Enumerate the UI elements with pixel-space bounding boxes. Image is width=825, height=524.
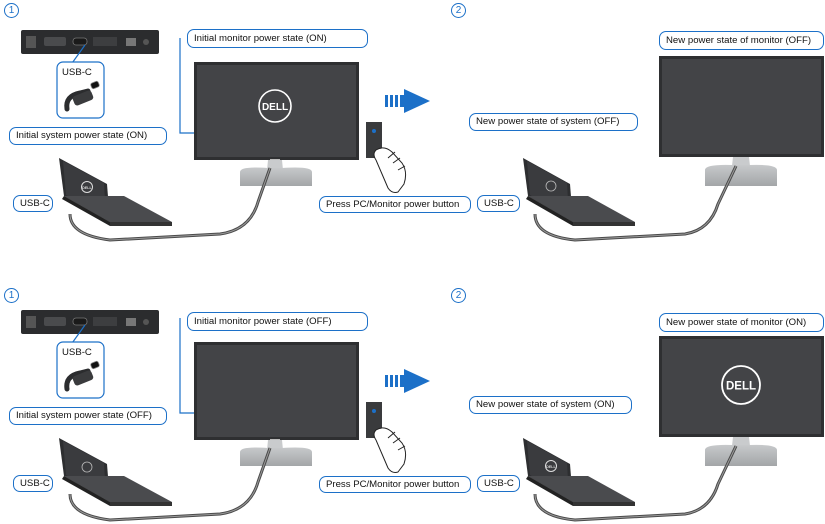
scenario-1: DELL DELL (21, 30, 824, 242)
usb-c-port-label: USB-C (62, 67, 92, 78)
svg-text:DELL: DELL (82, 186, 92, 190)
initial-monitor-state-label: Initial monitor power state (ON) (187, 29, 368, 48)
rear-port-panel (21, 30, 159, 54)
result-monitor: DELL (659, 336, 824, 466)
laptop-usb-c-label: USB-C (13, 475, 53, 492)
initial-laptop: DELL (59, 158, 172, 226)
monitor-logo-text: DELL (262, 102, 288, 113)
initial-system-state-label: Initial system power state (OFF) (9, 407, 167, 425)
new-monitor-state-label: New power state of monitor (OFF) (659, 31, 824, 50)
usb-c-port-label: USB-C (62, 347, 92, 358)
step-1-marker: 1 (4, 288, 19, 303)
svg-text:DELL: DELL (726, 381, 756, 393)
initial-system-state-label: Initial system power state (ON) (9, 127, 167, 145)
step-2-marker: 2 (451, 288, 466, 303)
step-1-marker: 1 (4, 3, 19, 18)
initial-laptop (59, 438, 172, 506)
initial-monitor: DELL (194, 62, 359, 186)
dell-logo-icon (258, 89, 292, 123)
press-power-button-label: Press PC/Monitor power button (319, 476, 471, 493)
result-laptop: DELL (523, 438, 635, 506)
result-monitor (659, 56, 824, 186)
usb-c-connector-icon (56, 61, 105, 119)
press-hand-icon (366, 402, 407, 473)
initial-monitor (194, 342, 359, 466)
rear-port-panel (21, 310, 159, 334)
press-power-button-label: Press PC/Monitor power button (319, 196, 471, 213)
initial-monitor-state-label: Initial monitor power state (OFF) (187, 312, 368, 331)
laptop-usb-c-label: USB-C (13, 195, 53, 212)
right-arrow-icon (385, 89, 430, 113)
result-usb-c-label: USB-C (477, 475, 520, 492)
monitor-pointer (179, 38, 196, 134)
result-laptop (523, 158, 635, 226)
usb-c-connector-icon (56, 341, 105, 399)
press-hand-icon (366, 122, 407, 193)
new-monitor-state-label: New power state of monitor (ON) (659, 313, 824, 332)
right-arrow-icon (385, 369, 430, 393)
result-usb-c-label: USB-C (477, 195, 520, 212)
monitor-pointer (179, 318, 196, 414)
step-2-marker: 2 (451, 3, 466, 18)
scenario-2: DELL DELL (21, 310, 824, 522)
new-system-state-label: New power state of system (ON) (469, 396, 632, 414)
svg-text:DELL: DELL (546, 465, 556, 469)
new-system-state-label: New power state of system (OFF) (469, 113, 638, 131)
dell-logo-icon (721, 365, 761, 405)
